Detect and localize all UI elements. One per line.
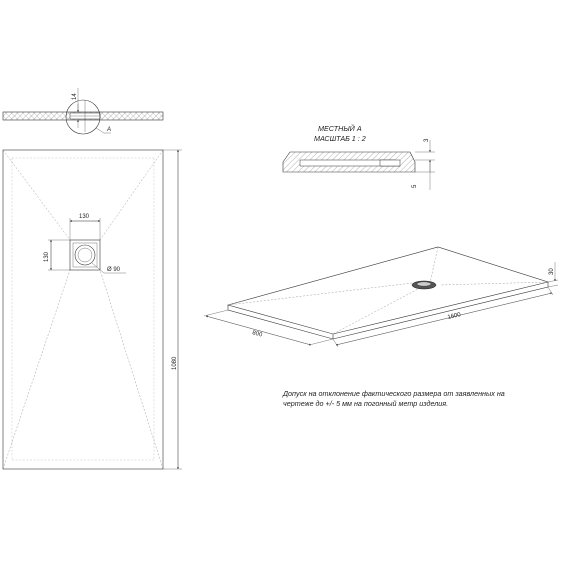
callout-a-label: A	[106, 127, 111, 133]
note-line-2: чертеже до +/- 5 мм на погонный метр изд…	[283, 399, 448, 408]
detail-top-dim: 3	[424, 138, 430, 142]
drain-box	[69, 239, 101, 271]
section-height-dim: 14	[72, 93, 78, 100]
section-view: 14 A	[2, 88, 164, 135]
iso-length-dim: 1600	[447, 312, 462, 321]
detail-bottom-dim: 5	[412, 184, 418, 188]
note-line-1: Допуск на отклонение фактического размер…	[282, 389, 505, 398]
detail-a-circle	[65, 99, 101, 135]
drain-circle	[74, 244, 96, 266]
tray-outline	[2, 149, 164, 470]
iso-width-dim: 800	[251, 330, 263, 339]
detail-scale: МАСШТАБ 1 : 2	[314, 134, 366, 143]
detail-a-view: МЕСТНЫЙ А МАСШТАБ 1 : 2 3 5	[282, 124, 435, 190]
detail-title: МЕСТНЫЙ А	[318, 124, 362, 133]
iso-height-dim: 30	[549, 268, 555, 275]
isometric-view: 800 1600 30	[203, 246, 559, 348]
tolerance-note: Допуск на отклонение фактического размер…	[282, 389, 505, 408]
drain-height-dim: 130	[44, 251, 50, 262]
plan-view: 130 130 Ø 90 1080	[2, 149, 182, 470]
tray-length-dim: 1080	[172, 356, 178, 370]
drain-width-dim: 130	[79, 214, 90, 220]
drain-diameter-dim: Ø 90	[107, 267, 121, 273]
